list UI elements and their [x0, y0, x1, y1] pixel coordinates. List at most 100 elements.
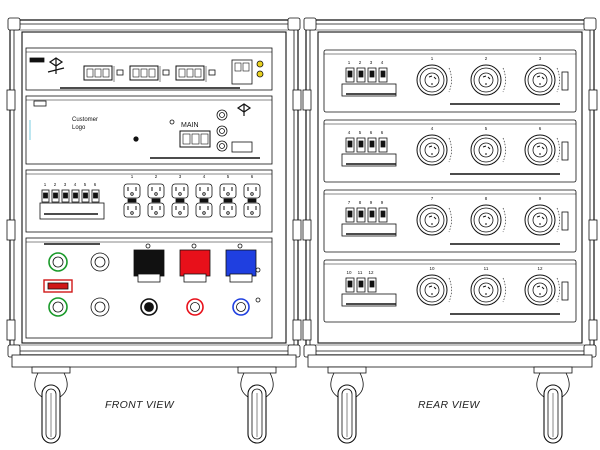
breaker-number: 8	[359, 200, 362, 205]
duplex-outlet	[123, 202, 141, 218]
breaker-number: 6	[381, 130, 384, 135]
breaker-toggle	[53, 192, 58, 199]
breaker	[356, 137, 366, 153]
meter-1-digit	[102, 68, 110, 78]
rear-view-caption: REAR VIEW	[418, 399, 480, 411]
breaker-number: 9	[370, 200, 373, 205]
caster-fork	[536, 372, 545, 398]
connector-face	[94, 256, 106, 268]
connector-pins	[482, 75, 491, 85]
connector-pins	[536, 285, 545, 295]
breaker-number: 9	[381, 200, 384, 205]
panel-handle	[561, 71, 569, 91]
connector-face	[52, 256, 64, 268]
caster-plate	[31, 366, 71, 374]
caster-wheel-hub	[251, 388, 263, 440]
caster	[31, 366, 71, 444]
connector-ring	[527, 137, 553, 163]
outlet-body	[123, 183, 141, 199]
duplex-outlet	[123, 183, 141, 199]
connector-ring	[527, 67, 553, 93]
rear-panel-plate	[323, 119, 577, 183]
twist-lock-connector	[470, 134, 506, 166]
breaker-toggle	[347, 280, 353, 288]
breaker-number: 11	[358, 270, 363, 275]
breaker	[367, 207, 377, 223]
pilot-lamp-lens	[219, 112, 225, 118]
breaker-number: 2	[359, 60, 362, 65]
rear-panel-plate	[323, 189, 577, 253]
outlet-number: 4	[203, 174, 206, 179]
twist-lock-connector	[470, 274, 506, 306]
outlet-ground	[202, 211, 206, 215]
connector-flange	[524, 274, 556, 306]
duplex-outlet	[195, 183, 213, 199]
led-digit	[234, 62, 242, 72]
corner-cap	[7, 17, 21, 31]
connector-flange	[470, 64, 502, 96]
front-view-caption: FRONT VIEW	[105, 399, 174, 411]
pilot-lamp-lens	[219, 128, 225, 134]
duplex-outlet	[171, 183, 189, 199]
connector-flange	[416, 204, 448, 236]
panel-handle	[561, 281, 569, 301]
breaker-toggle	[358, 280, 364, 288]
breaker-toggle	[369, 210, 375, 218]
twist-lock-connector	[524, 134, 560, 166]
caster-plate	[237, 366, 277, 374]
case-plinth	[307, 354, 593, 368]
duplex-outlet	[219, 183, 237, 199]
caster	[237, 366, 277, 444]
breaker-number: 4	[74, 182, 77, 187]
meter-1-digit	[94, 68, 102, 78]
meter-panel	[25, 47, 273, 91]
breaker-number: 4	[348, 130, 351, 135]
screw	[169, 119, 175, 125]
connector-face	[424, 282, 440, 298]
meter-3-digit	[194, 68, 202, 78]
caster-fork	[265, 372, 274, 398]
connector-number: 11	[484, 266, 489, 271]
twist-lock-connector	[416, 204, 452, 236]
connector-pins	[482, 285, 491, 295]
outlet-label	[175, 198, 185, 203]
outlet-number: 1	[131, 174, 134, 179]
outlet-ground	[250, 192, 254, 196]
camlock-collar	[183, 273, 207, 283]
connector-flange	[416, 134, 448, 166]
connector-number: 9	[539, 196, 542, 201]
neutral-connector	[90, 252, 110, 272]
duplex-outlet	[147, 183, 165, 199]
outlet-body	[243, 202, 261, 218]
rack-frame	[21, 31, 287, 344]
case-plinth	[11, 354, 297, 368]
breaker-rail	[341, 153, 397, 167]
connector-pins	[482, 215, 491, 225]
camlock-connector	[232, 298, 250, 316]
breaker-number: 6	[370, 130, 373, 135]
side-latch	[6, 219, 16, 241]
outlet-body	[243, 183, 261, 199]
outlet-body	[171, 183, 189, 199]
connector-label-arc	[502, 207, 506, 233]
caster-fork	[59, 372, 68, 398]
led-block	[231, 59, 253, 85]
connector-flange	[470, 204, 502, 236]
connector-face	[424, 72, 440, 88]
breaker-toggle	[369, 280, 375, 288]
breaker-number: 1	[44, 182, 47, 187]
rack-frame	[317, 31, 583, 344]
connector-pins	[536, 215, 545, 225]
breaker-toggle	[358, 140, 364, 148]
connector-pins	[428, 285, 437, 295]
outlet-number: 3	[179, 174, 182, 179]
caster-wheel-hub	[341, 388, 353, 440]
breaker-toggle	[73, 192, 78, 199]
twist-lock-connector	[524, 274, 560, 306]
panel-tag	[33, 100, 47, 107]
connector-label-arc	[502, 137, 506, 163]
breaker-toggle	[347, 140, 353, 148]
outlet-label	[199, 198, 209, 203]
